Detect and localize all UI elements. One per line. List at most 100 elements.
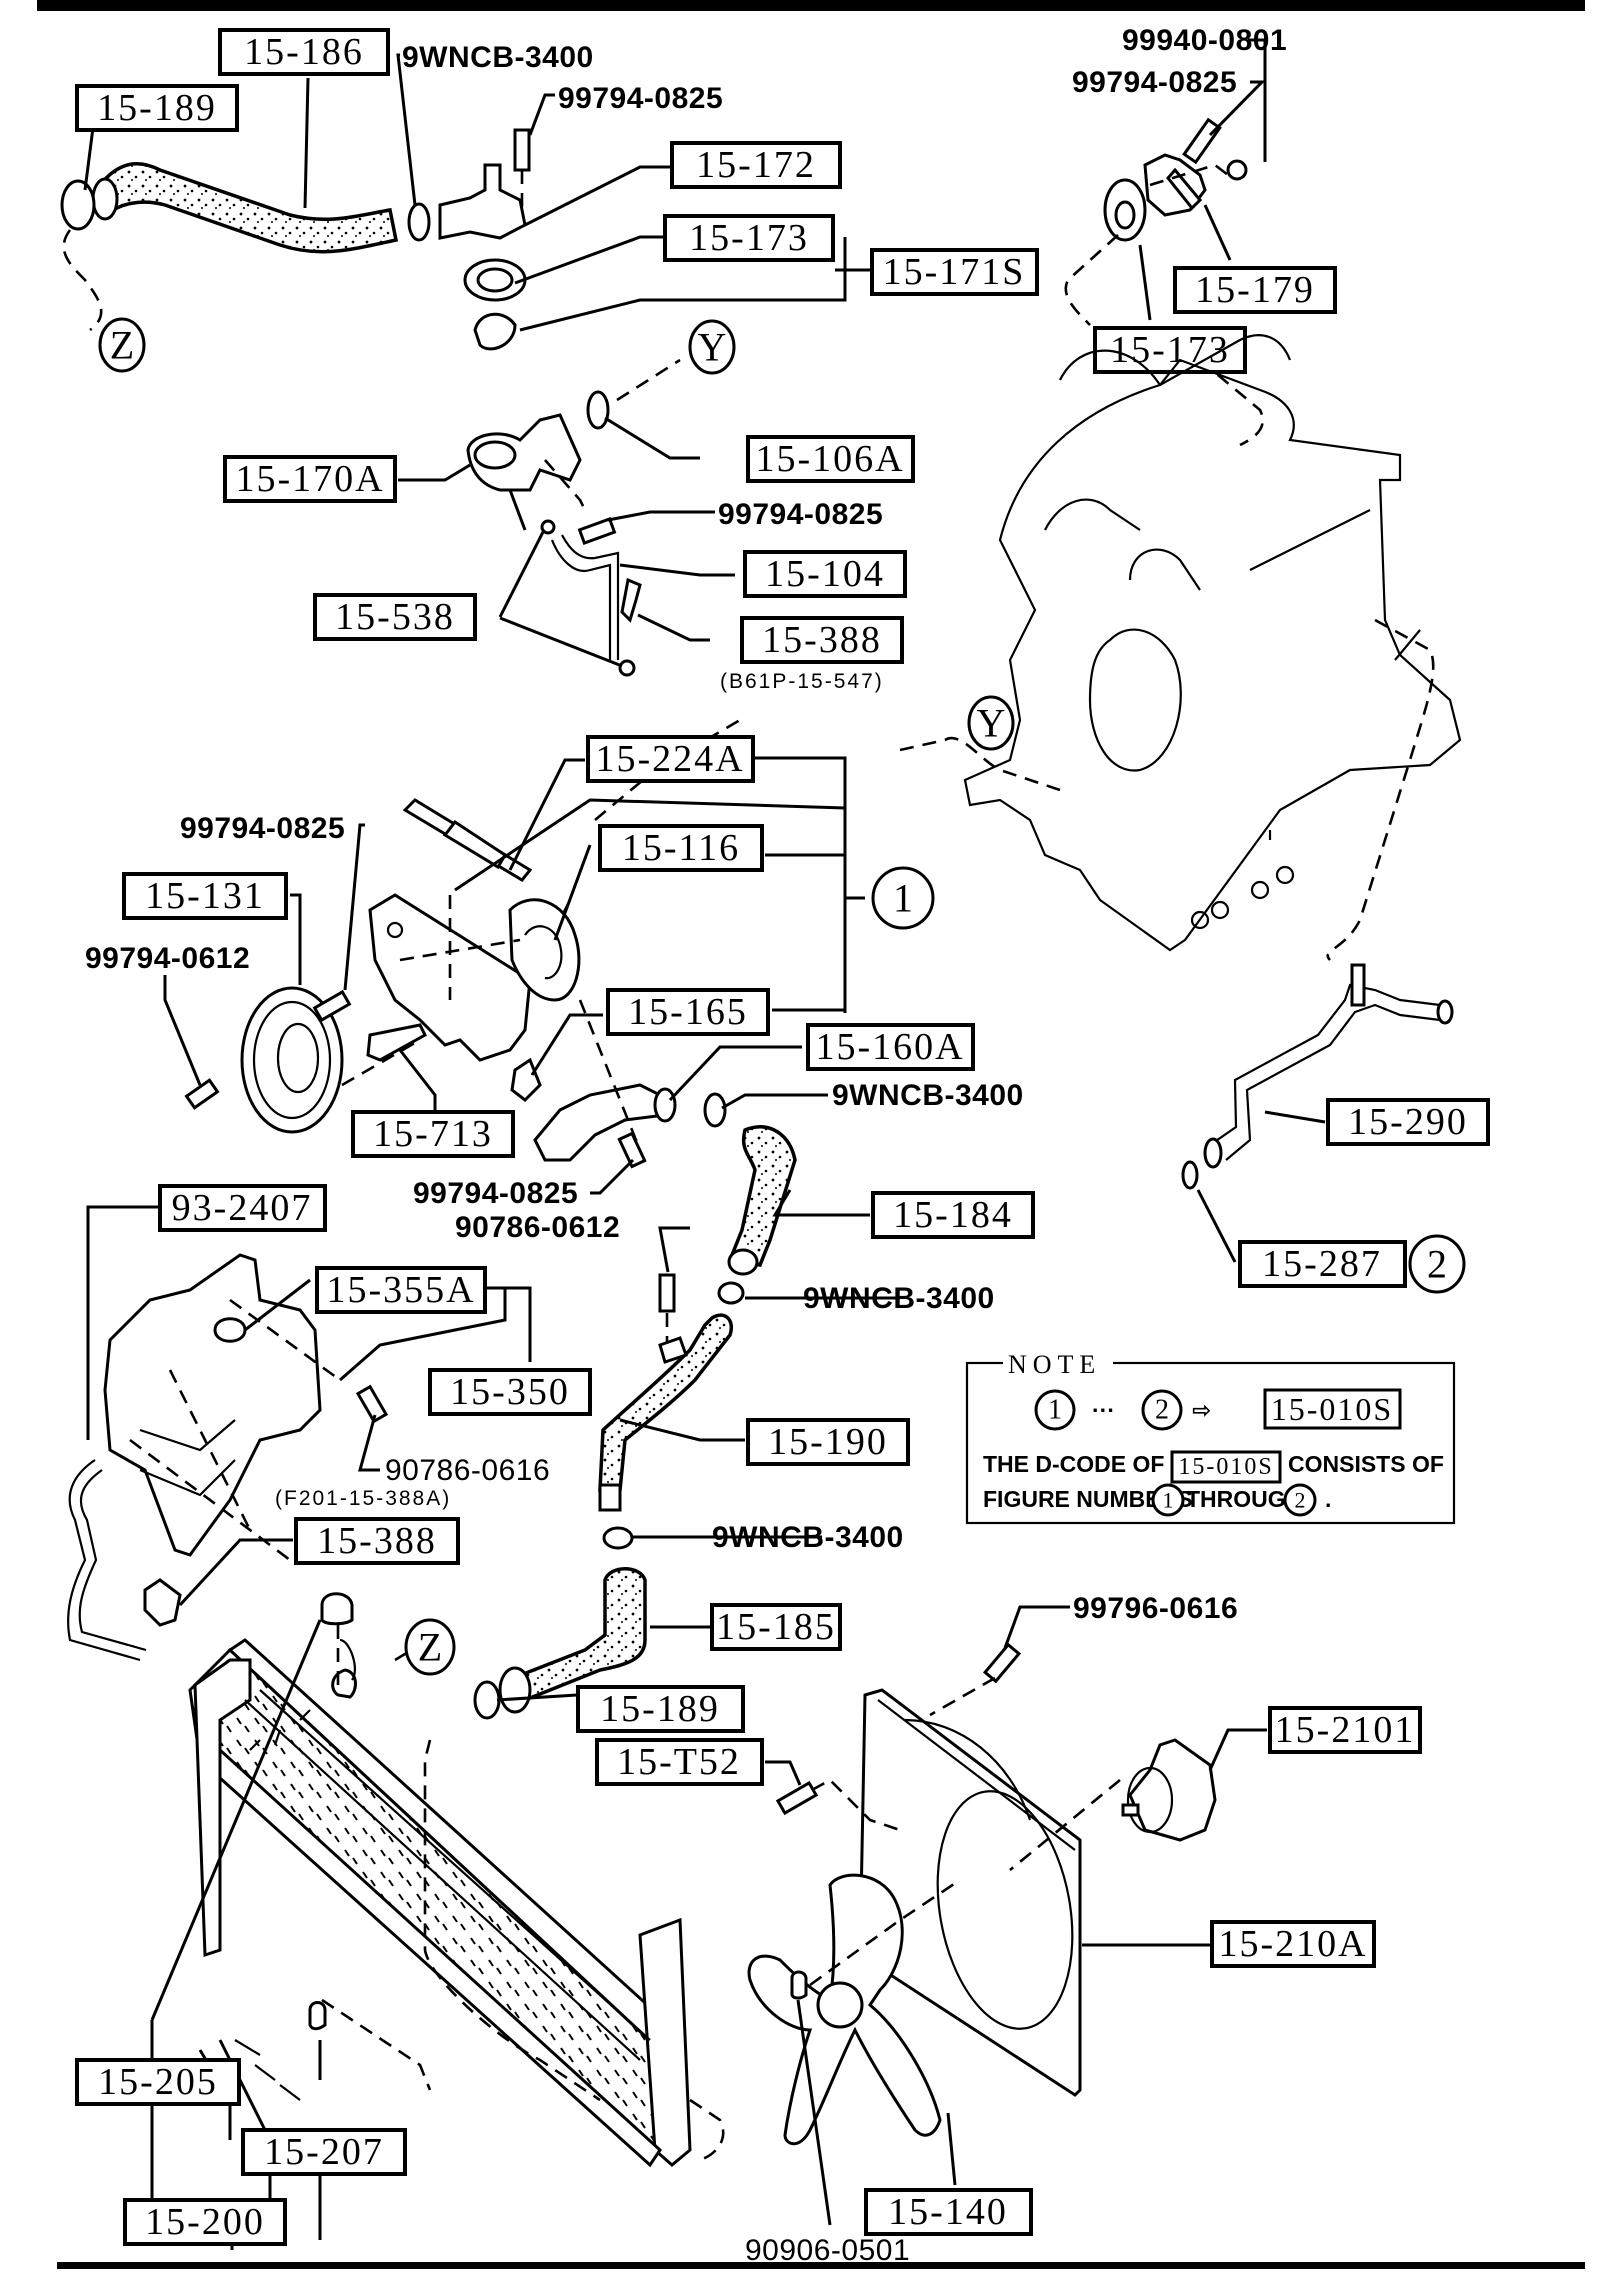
svg-text:2: 2 — [1295, 1488, 1306, 1513]
svg-text:15-010S: 15-010S — [1178, 1454, 1273, 1480]
clip-15-538-lower — [618, 659, 636, 677]
filler-neck — [331, 1668, 357, 1699]
thermostat-housing-15-172 — [438, 163, 527, 240]
svg-text:1: 1 — [893, 876, 913, 921]
label-9wncb-3400-top: 9WNCB-3400 — [402, 41, 594, 74]
radiator-cap-15-205 — [320, 1592, 354, 1626]
hose-15-186-shape — [98, 162, 399, 254]
bolt-99794-0825-a — [513, 128, 531, 172]
label-99794-0825-a: 99794-0825 — [558, 82, 723, 115]
svg-text:15-186: 15-186 — [244, 31, 364, 73]
svg-text:15-131: 15-131 — [145, 875, 265, 917]
svg-text:15-210A: 15-210A — [1218, 1923, 1367, 1965]
elbow-15-160a-shape — [533, 1083, 667, 1162]
fan-motor-15-2101 — [1128, 1738, 1217, 1842]
svg-text:⇨: ⇨ — [1192, 1397, 1211, 1423]
water-pump-assembly — [184, 718, 741, 1169]
o-ring-15-106a — [586, 390, 610, 430]
label-90786-0612: 90786-0612 — [455, 1211, 620, 1244]
drain-plug-15-207 — [308, 2001, 327, 2031]
callout-15-173-right: 15-173 — [1093, 326, 1247, 374]
callout-15-290: 15-290 — [1326, 1098, 1490, 1146]
bolt-15-t52 — [775, 1780, 819, 1816]
svg-text:Y: Y — [977, 701, 1006, 746]
callout-15-116: 15-116 — [598, 824, 764, 872]
svg-text:15-290: 15-290 — [1348, 1101, 1468, 1143]
radiator-15-200 — [150, 1592, 725, 2168]
bolt-90786-0616 — [355, 1384, 389, 1424]
svg-text:15-116: 15-116 — [622, 827, 740, 869]
clip-15-538-upper — [540, 519, 556, 535]
callout-15-388-bottom: 15-388 — [294, 1517, 460, 1565]
clamp-9wncb-mid2-shape — [717, 1281, 745, 1305]
ref-marker-fig2: 2 — [1408, 1234, 1466, 1294]
bolt-99796-0616 — [982, 1642, 1022, 1684]
svg-text:CONSISTS OF: CONSISTS OF — [1288, 1451, 1444, 1477]
callout-15-538: 15-538 — [313, 593, 477, 641]
callout-15-171s: 15-171S — [870, 248, 1039, 296]
svg-text:.: . — [1325, 1486, 1331, 1512]
clamp-9wncb-mid1-shape — [703, 1092, 727, 1128]
svg-text:Z: Z — [110, 323, 134, 368]
radiator-side-tank-right — [638, 1917, 692, 2167]
svg-text:15-2101: 15-2101 — [1275, 1709, 1416, 1751]
svg-text:THE D-CODE OF: THE D-CODE OF — [983, 1451, 1164, 1477]
stud-15-713 — [366, 1023, 427, 1062]
callout-15-165: 15-165 — [606, 988, 770, 1036]
svg-text:15-538: 15-538 — [335, 596, 455, 638]
callout-15-210a: 15-210A — [1210, 1920, 1376, 1968]
ref-marker-fig1: 1 — [871, 866, 935, 930]
callout-15-140: 15-140 — [864, 2188, 1033, 2236]
svg-text:15-355A: 15-355A — [326, 1269, 475, 1311]
callout-15-t52: 15-T52 — [595, 1738, 764, 1786]
svg-text:2: 2 — [1427, 1242, 1447, 1287]
svg-text:15-106A: 15-106A — [755, 438, 904, 480]
callout-15-189-top: 15-189 — [75, 84, 239, 132]
svg-text:15-287: 15-287 — [1262, 1243, 1382, 1285]
cap-15-355a — [213, 1317, 247, 1343]
inlet-15-170a-shape — [466, 413, 582, 492]
clamp-15-189-top-shape — [60, 179, 96, 231]
svg-text:15-160A: 15-160A — [815, 1026, 964, 1068]
bolt-90786-0612 — [658, 1273, 676, 1313]
label-99796-0616: 99796-0616 — [1073, 1592, 1238, 1625]
svg-text:15-104: 15-104 — [765, 553, 885, 595]
svg-text:15-224A: 15-224A — [595, 738, 744, 780]
pipe-15-104 — [550, 534, 620, 660]
callout-15-713: 15-713 — [351, 1110, 515, 1158]
svg-text:15-713: 15-713 — [373, 1113, 493, 1155]
svg-text:2: 2 — [1155, 1395, 1169, 1426]
reservoir-tank-assembly — [67, 1253, 389, 1662]
callout-15-190: 15-190 — [746, 1418, 910, 1466]
svg-text:15-171S: 15-171S — [883, 251, 1026, 293]
water-inlet-assembly — [466, 358, 681, 677]
callout-15-104: 15-104 — [743, 550, 907, 598]
callout-15-172: 15-172 — [670, 141, 842, 189]
dashed-link-engine-to-pipe — [1326, 618, 1435, 961]
bolt-99794-0825-e — [617, 1131, 647, 1169]
svg-text:15-189: 15-189 — [600, 1688, 720, 1730]
svg-text:15-189: 15-189 — [97, 87, 217, 129]
hose-end — [91, 177, 119, 221]
label-99794-0825-b: 99794-0825 — [1072, 66, 1237, 99]
callout-15-350: 15-350 — [428, 1368, 592, 1416]
svg-text:15-173: 15-173 — [689, 217, 809, 259]
lower-hoses — [473, 1125, 797, 1720]
callout-15-131: 15-131 — [122, 872, 288, 920]
svg-text:THROUGH: THROUGH — [1186, 1486, 1302, 1512]
callout-15-355a: 15-355A — [315, 1266, 487, 1314]
note-title: NOTE — [1008, 1350, 1101, 1379]
engine-block — [963, 334, 1462, 952]
cooling-fan-assembly — [747, 1642, 1217, 2146]
label-f201-15-388a: (F201-15-388A) — [275, 1487, 451, 1510]
label-90906-0501: 90906-0501 — [745, 2234, 910, 2267]
upper-radiator-hose-assembly — [60, 128, 531, 351]
svg-text:15-179: 15-179 — [1195, 269, 1315, 311]
o-ring-15-287 — [1181, 1160, 1199, 1190]
callout-15-388-top: 15-388 — [740, 616, 904, 664]
callout-15-173-left: 15-173 — [663, 214, 835, 262]
hose-15-185-shape — [505, 1567, 647, 1703]
clip-15-388-bottom — [143, 1578, 182, 1627]
svg-text:Z: Z — [418, 1625, 442, 1670]
